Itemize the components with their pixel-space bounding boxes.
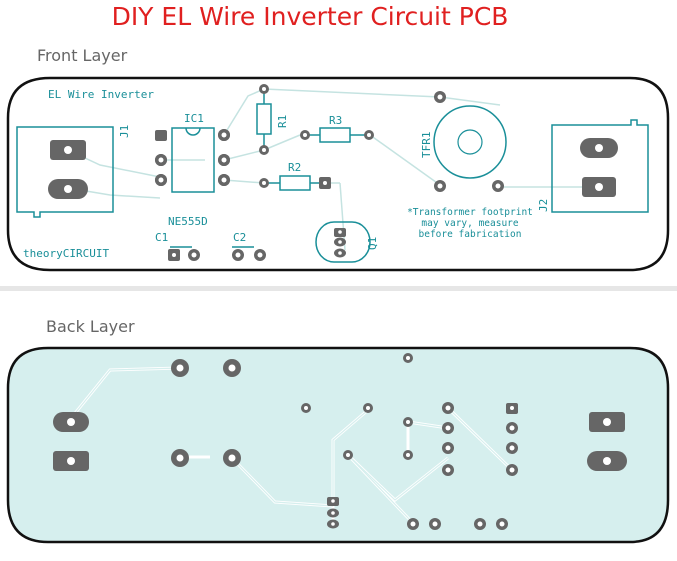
back-pads [53, 353, 627, 530]
r2-ref: R2 [288, 161, 301, 174]
c2-ref: C2 [233, 231, 246, 244]
front-layer-label: Front Layer [37, 46, 128, 65]
page-title: DIY EL Wire Inverter Circuit PCB [111, 2, 509, 31]
transistor-q1: Q1 [315, 221, 379, 263]
transformer-tfr1: TFR1 *Transformer footprint may vary, me… [407, 91, 533, 240]
tfr1-ref: TFR1 [420, 132, 433, 159]
connector-j2: J2 [537, 119, 649, 213]
j1-ref: J1 [118, 125, 131, 138]
resistor-r1: R1 [256, 84, 289, 155]
transformer-note-line-3: before fabrication [419, 229, 522, 240]
r3-ref: R3 [329, 114, 342, 127]
capacitor-c2: C2 [232, 231, 266, 261]
layer-divider [0, 286, 677, 291]
r1-ref: R1 [276, 115, 289, 128]
resistor-r2: R2 [259, 161, 331, 191]
back-board-outline [6, 346, 670, 544]
brand-silkscreen: theoryCIRCUIT [23, 247, 109, 260]
capacitor-c1: C1 [155, 231, 200, 261]
ic1-ne555d: IC1 NE555D [155, 112, 230, 228]
ic1-part-label: NE555D [168, 215, 208, 228]
board-title-silkscreen: EL Wire Inverter [48, 88, 154, 101]
ic1-ref: IC1 [184, 112, 204, 125]
transformer-note-line-2: may vary, measure [421, 218, 519, 229]
back-layer-label: Back Layer [46, 317, 135, 336]
j2-ref: J2 [537, 199, 550, 212]
q1-ref: Q1 [366, 237, 379, 250]
resistor-r3: R3 [300, 114, 374, 143]
connector-j1: J1 [16, 125, 131, 218]
c1-ref: C1 [155, 231, 168, 244]
front-layer-diagram: J1 IC1 NE555D R1 [6, 76, 670, 272]
transformer-note-line-1: *Transformer footprint [407, 207, 533, 218]
